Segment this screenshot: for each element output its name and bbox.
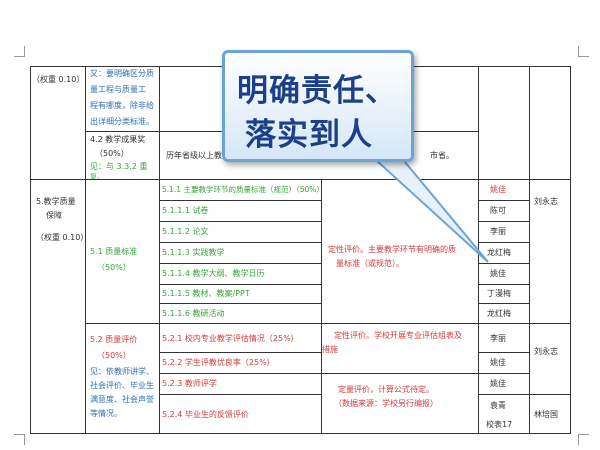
std51-item-2: 5.1.1.1 试卷 <box>162 206 209 215</box>
callout-pointer-tail <box>362 149 489 263</box>
sec5-weight: （权重 0.10） <box>36 233 89 242</box>
eval52-title: 5.2 质量评价 <box>90 335 138 344</box>
owner-3: 林培国 <box>534 410 558 419</box>
sec5-title-1: 5.教学质量 <box>36 197 76 206</box>
std51-eval-2: 量标准（或规范）。 <box>336 259 404 268</box>
owner-1: 刘永志 <box>534 197 558 206</box>
std51-title: 5.1 质量标准 <box>90 247 138 256</box>
std51-eval-1: 定性评价。主要教学环节有明确的质 <box>328 245 456 254</box>
name-9: 姚佳 <box>490 358 506 367</box>
blue-note-4: 出详细分类标准。 <box>90 117 154 126</box>
item42-note: 见：与 3.3.2 重 <box>90 162 148 171</box>
eval52-e2-2: （数据来源：学校另行编报） <box>334 399 438 408</box>
eval52-pct: （50%） <box>97 351 131 360</box>
std51-item-5: 5.1.1.4 教学大纲、教学日历 <box>162 269 265 278</box>
name-10: 姚佳 <box>490 379 506 388</box>
sec5-title-2: 保障 <box>46 211 62 220</box>
province-text: 市省。 <box>430 151 454 160</box>
name-12: 校表17 <box>486 420 513 429</box>
eval52-e1-1: 定性评价。学校开展专业评估组表及 <box>334 331 462 340</box>
eval52-extra-3: 满意度、社会声誉 <box>90 395 154 404</box>
std51-pct: （50%） <box>97 263 131 272</box>
eval52-item-1: 5.2.1 校内专业教学评估情况（25%） <box>162 334 299 343</box>
crop-mark-top-left <box>14 46 25 57</box>
eval52-item-3: 5.2.3 教师评学 <box>162 379 217 388</box>
callout-line-2: 落实到人 <box>245 117 373 153</box>
award-text: 历年省级以上教 <box>166 151 222 160</box>
item42-pct: （50%） <box>95 149 129 158</box>
crop-mark-bottom-left <box>14 434 25 445</box>
name-8: 李丽 <box>490 334 506 343</box>
name-2: 陈可 <box>490 206 506 215</box>
name-5: 姚佳 <box>490 269 506 278</box>
callout-line-1: 明确责任、 <box>237 73 397 109</box>
name-4: 龙红梅 <box>487 248 511 257</box>
name-3: 李丽 <box>490 227 506 236</box>
crop-mark-top-right <box>578 46 589 57</box>
crop-mark-bottom-right <box>578 434 589 445</box>
weight-top-text: （权重 0.10） <box>32 75 85 84</box>
name-6: 丁漫梅 <box>487 289 511 298</box>
eval52-item-2: 5.2.2 学生评教优良率（25%） <box>162 358 275 367</box>
eval52-item-4: 5.2.4 毕业生的反馈评价 <box>162 410 249 419</box>
blue-note-1: 又：要明确区分质 <box>90 69 154 78</box>
eval52-e2-1: 定量评价，计算公式待定。 <box>338 385 434 394</box>
owner-2: 刘永志 <box>534 347 558 356</box>
item42-note2: 复。 <box>90 173 104 181</box>
item42-title: 4.2 教学成果奖 <box>90 135 146 144</box>
std51-item-7: 5.1.1.6 教研活动 <box>162 309 225 318</box>
name-7: 龙红梅 <box>487 309 511 318</box>
std51-item-4: 5.1.1.3 实践教学 <box>162 248 225 257</box>
blue-note-2: 量工程与质量工 <box>90 85 146 94</box>
callout-box: 明确责任、 落实到人 <box>222 50 414 162</box>
std51-item-1: 5.1.1 主要教学环节的质量标准（规范）（50%） <box>162 185 324 194</box>
eval52-extra-1: 见：依教师讲学、 <box>90 367 154 376</box>
eval52-extra-2: 社会评价、毕业生 <box>90 381 154 390</box>
cell-owner-52b <box>529 394 571 434</box>
name-11: 袁青 <box>490 401 506 410</box>
name-1: 姚佳 <box>490 185 506 194</box>
blue-note-3: 程有哪度，除非给 <box>90 101 154 110</box>
eval52-extra-4: 等情况。 <box>90 409 122 418</box>
std51-item-6: 5.1.1.5 教材、教案/PPT <box>162 289 250 298</box>
eval52-e1-2: 措施 <box>322 345 338 354</box>
std51-item-3: 5.1.1.2 论文 <box>162 227 209 236</box>
